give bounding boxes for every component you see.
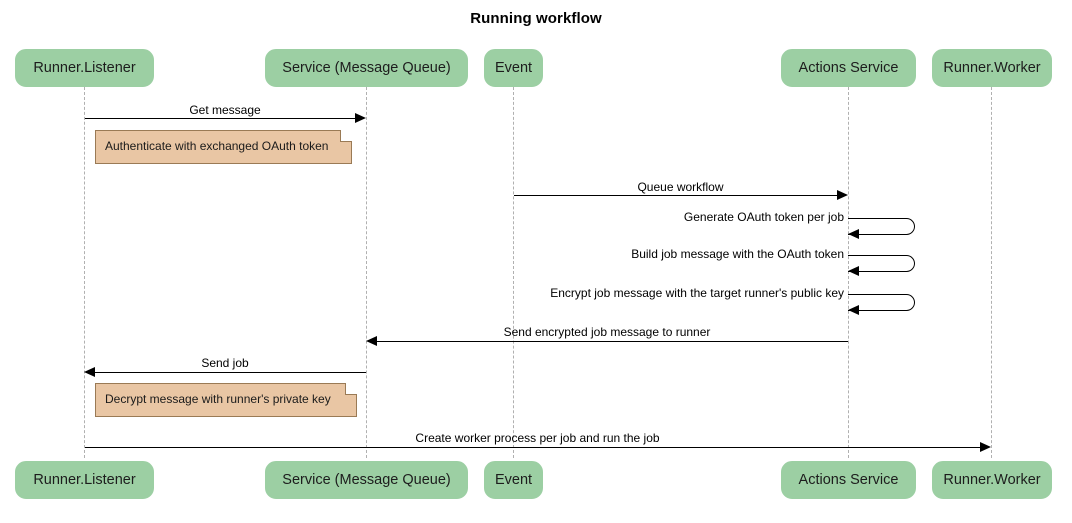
message-arrowhead-generate-oauth-token-per-job	[848, 229, 859, 239]
message-line-send-job	[95, 372, 366, 373]
page-title: Running workflow	[470, 10, 602, 27]
message-line-send-encrypted-job-message-to-runner	[377, 341, 848, 342]
message-arrowhead-send-job	[84, 367, 95, 377]
message-arrowhead-queue-workflow	[837, 190, 848, 200]
message-arrowhead-get-message	[355, 113, 366, 123]
participant-service-message-queue-top[interactable]: Service (Message Queue)	[265, 49, 468, 87]
message-arrowhead-encrypt-job-message-with-the-target-runners-public-key	[848, 305, 859, 315]
participant-event-bottom[interactable]: Event	[484, 461, 543, 499]
message-selfloop-build-job-message-with-the-oauth-token	[848, 255, 915, 272]
message-selfloop-encrypt-job-message-with-the-target-runners-public-key	[848, 294, 915, 311]
message-label-queue-workflow: Queue workflow	[637, 180, 724, 194]
message-arrowhead-build-job-message-with-the-oauth-token	[848, 266, 859, 276]
participant-actions-service-top[interactable]: Actions Service	[781, 49, 916, 87]
lifeline-runner-worker	[991, 87, 992, 458]
participant-runner-worker-top[interactable]: Runner.Worker	[932, 49, 1052, 87]
message-label-get-message: Get message	[189, 103, 261, 117]
message-label-send-encrypted-job-message-to-runner: Send encrypted job message to runner	[503, 325, 711, 339]
participant-service-message-queue-bottom[interactable]: Service (Message Queue)	[265, 461, 468, 499]
participant-event-top[interactable]: Event	[484, 49, 543, 87]
message-line-create-worker-process-per-job-and-run-the-job	[85, 447, 980, 448]
message-line-get-message	[85, 118, 355, 119]
lifeline-event	[513, 87, 514, 458]
message-label-create-worker-process-per-job-and-run-the-job: Create worker process per job and run th…	[415, 431, 660, 445]
lifeline-service-message-queue	[366, 87, 367, 458]
note-fold-icon	[345, 383, 357, 395]
message-arrowhead-send-encrypted-job-message-to-runner	[366, 336, 377, 346]
participant-runner-listener-bottom[interactable]: Runner.Listener	[15, 461, 154, 499]
message-label-generate-oauth-token-per-job: Generate OAuth token per job	[683, 210, 844, 224]
message-arrowhead-create-worker-process-per-job-and-run-the-job	[980, 442, 991, 452]
message-label-build-job-message-with-the-oauth-token: Build job message with the OAuth token	[631, 247, 844, 261]
participant-actions-service-bottom[interactable]: Actions Service	[781, 461, 916, 499]
message-label-send-job: Send job	[201, 356, 249, 370]
participant-runner-listener-top[interactable]: Runner.Listener	[15, 49, 154, 87]
message-label-encrypt-job-message-with-the-target-runners-public-key: Encrypt job message with the target runn…	[550, 286, 844, 300]
lifeline-runner-listener	[84, 87, 85, 458]
message-line-queue-workflow	[514, 195, 837, 196]
participant-runner-worker-bottom[interactable]: Runner.Worker	[932, 461, 1052, 499]
note-decrypt-note: Decrypt message with runner's private ke…	[95, 383, 357, 417]
note-authenticate-note: Authenticate with exchanged OAuth token	[95, 130, 352, 164]
message-selfloop-generate-oauth-token-per-job	[848, 218, 915, 235]
note-fold-icon	[340, 130, 352, 142]
